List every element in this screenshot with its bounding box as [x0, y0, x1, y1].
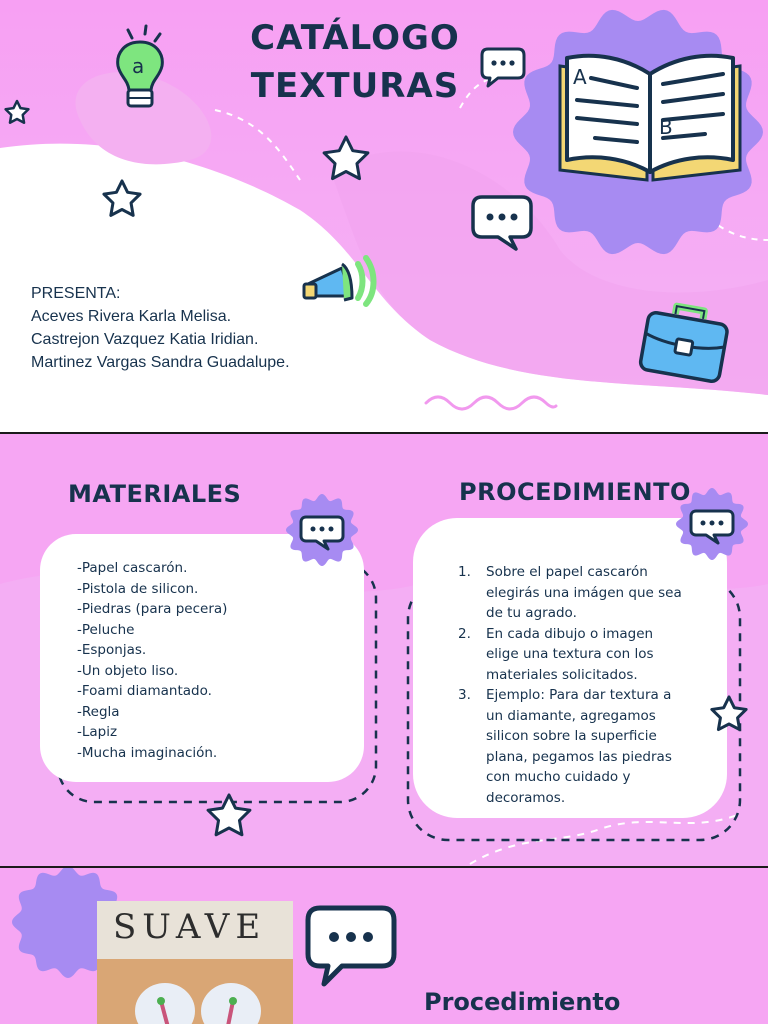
chat-bubble-icon: [480, 47, 526, 88]
step-text: Ejemplo: Para dar textura a un diamante,…: [486, 685, 672, 808]
procedimiento-list: 1. Sobre el papel cascarón elegirás una …: [458, 562, 708, 808]
chat-bubble-icon: [471, 195, 533, 251]
list-item: -Regla: [77, 703, 120, 720]
slide-title: A B a CATÁLOGO TEXTURAS: [0, 0, 768, 432]
chat-badge: [286, 494, 358, 566]
step-line: con mucho cuidado y: [486, 769, 631, 785]
presenta-label: PRESENTA:: [31, 285, 121, 302]
book-letter-a: A: [573, 65, 587, 89]
list-item: -Peluche: [77, 621, 135, 638]
procedimiento-heading: PROCEDIMIENTO: [459, 478, 691, 506]
list-item: -Un objeto liso.: [77, 662, 179, 679]
slide-materials-procedure: MATERIALES PROCEDIMIENTO -Papel cascarón…: [0, 434, 768, 866]
step-number: 1.: [458, 564, 471, 580]
lightbulb-icon: a: [116, 24, 164, 108]
step-line: En cada dibujo o imagen: [486, 625, 654, 642]
step-line: decoramos.: [486, 789, 566, 806]
procedimiento-card: [413, 518, 727, 818]
book-letter-b: B: [659, 115, 673, 139]
step-line: de tu agrado.: [486, 605, 577, 621]
slide3-badge-shape: [12, 868, 124, 978]
list-item: -Pistola de silicon.: [77, 580, 199, 597]
list-item: -Lapiz: [77, 724, 118, 740]
procedure-step: 1. Sobre el papel cascarón elegirás una …: [458, 562, 708, 624]
open-book-icon: A B: [558, 53, 742, 182]
step-line: Sobre el papel cascarón: [486, 564, 648, 580]
chat-bubble-icon: [305, 905, 397, 987]
materiales-card: [40, 534, 364, 782]
procedure-step: 2. En cada dibujo o imagen elige una tex…: [458, 624, 708, 686]
texture-photo: SUAVE: [97, 901, 293, 1024]
step-number: 3.: [458, 687, 471, 703]
author-name: Martinez Vargas Sandra Guadalupe.: [31, 354, 290, 371]
star-icon: [322, 135, 370, 181]
list-item: -Mucha imaginación.: [77, 744, 218, 761]
presenters-block: PRESENTA: Aceves Rivera Karla Melisa. Ca…: [31, 282, 290, 374]
title-line-2: TEXTURAS: [250, 66, 460, 106]
plush-texture-shape: [135, 983, 261, 1024]
megaphone-icon: [302, 255, 377, 307]
briefcase-icon: [638, 302, 729, 383]
step-text: En cada dibujo o imagen elige una textur…: [486, 624, 654, 686]
author-name: Aceves Rivera Karla Melisa.: [31, 308, 232, 325]
photo-label-word: SUAVE: [113, 907, 267, 947]
author-name: Castrejon Vazquez Katia Iridian.: [31, 331, 259, 348]
slide-texture-suave: SUAVE Procedimiento: [0, 868, 768, 1024]
materiales-heading: MATERIALES: [68, 480, 242, 508]
step-line: un diamante, agregamos: [486, 707, 656, 724]
star-icon: [206, 793, 252, 837]
materiales-list: -Papel cascarón. -Pistola de silicon. -P…: [77, 558, 227, 763]
step-text: Sobre el papel cascarón elegirás una imá…: [486, 562, 682, 624]
title-line-1: CATÁLOGO: [250, 18, 460, 58]
list-item: -Esponjas.: [77, 642, 147, 658]
bulb-letter: a: [132, 54, 144, 78]
procedimiento-subheading: Procedimiento: [424, 988, 621, 1016]
list-item: -Foami diamantado.: [77, 683, 212, 699]
step-line: silicon sobre la superficie: [486, 728, 657, 744]
step-line: elige una textura con los: [486, 646, 654, 662]
squiggle-decoration: [424, 395, 558, 411]
step-line: Ejemplo: Para dar textura a: [486, 687, 672, 703]
step-line: elegirás una imágen que sea: [486, 584, 682, 601]
page-title: CATÁLOGO TEXTURAS: [210, 14, 500, 110]
step-line: materiales solicitados.: [486, 666, 638, 683]
star-icon: [710, 695, 748, 732]
step-line: plana, pegamos las piedras: [486, 748, 672, 765]
chat-badge: [676, 488, 748, 560]
star-icon: [102, 179, 142, 217]
photo-paper-strip: [97, 901, 293, 959]
list-item: -Piedras (para pecera): [77, 601, 228, 617]
list-item: -Papel cascarón.: [77, 560, 188, 576]
star-icon: [4, 99, 30, 124]
procedure-step: 3. Ejemplo: Para dar textura a un diaman…: [458, 685, 708, 808]
step-number: 2.: [458, 625, 471, 642]
